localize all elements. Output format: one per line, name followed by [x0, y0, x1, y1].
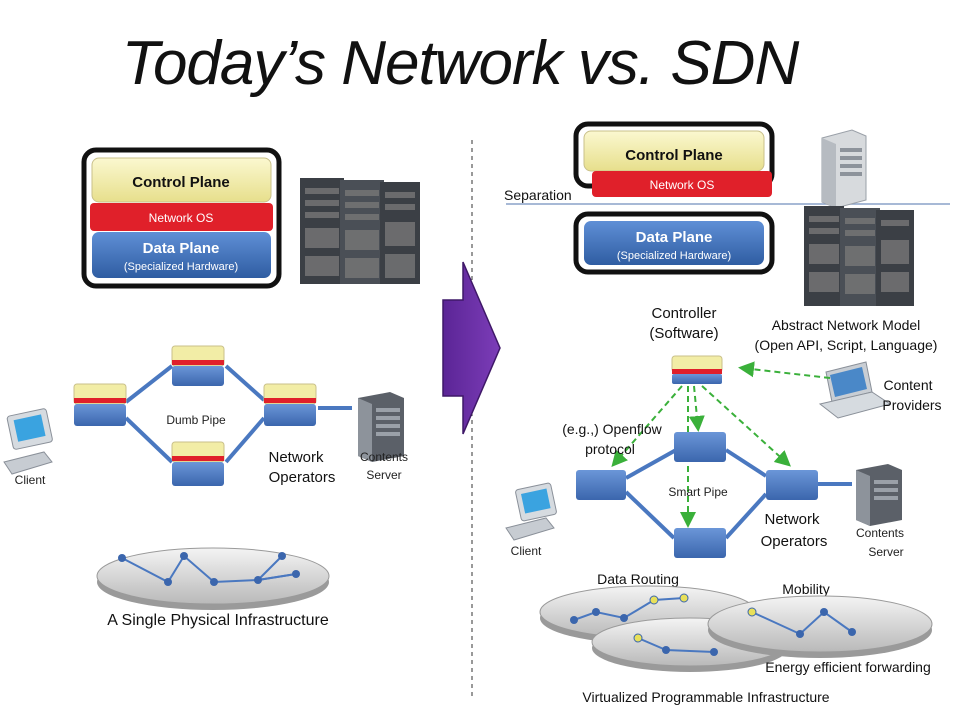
left-infrastructure-label: A Single Physical Infrastructure: [107, 612, 329, 629]
openflow-label-2: protocol: [585, 441, 635, 457]
left-links: [124, 364, 352, 464]
openflow-links: [611, 361, 831, 528]
smart-pipe-label: Smart Pipe: [668, 485, 728, 499]
left-control-plane: [91, 157, 272, 203]
left-data-plane-label: Data Plane: [143, 240, 220, 257]
left-plane-stack: [81, 147, 282, 289]
energy-label: Energy efficient forwarding: [765, 659, 931, 675]
virtualized-infrastructure-label: Virtualized Programmable Infrastructure: [582, 689, 829, 705]
right-switch-right: [766, 470, 818, 500]
right-data-plane-sub: (Specialized Hardware): [617, 250, 731, 262]
slide-title: Today’s Network vs. SDN: [121, 29, 799, 98]
right-network-os: [592, 171, 772, 197]
left-infrastructure-disk: [96, 547, 330, 610]
right-control-plane-label: Control Plane: [625, 147, 723, 164]
left-network-operators-2: Operators: [269, 469, 336, 486]
left-client-label: Client: [15, 473, 46, 487]
content-providers-label-2: Providers: [882, 397, 941, 413]
right-data-plane-label: Data Plane: [636, 229, 713, 246]
right-client-label: Client: [511, 544, 542, 558]
right-data-plane: [584, 221, 764, 265]
left-network-operators-1: Network: [268, 449, 324, 466]
right-data-stack: [573, 211, 775, 275]
right-contents-server-label-2: Server: [868, 545, 903, 559]
left-contents-server-label-1: Contents: [360, 450, 408, 464]
abstract-model-label-1: Abstract Network Model: [772, 317, 921, 333]
left-switch-left: [73, 383, 127, 426]
left-dumb-pipe-label: Dumb Pipe: [166, 413, 226, 427]
left-network-os-label: Network OS: [149, 211, 214, 225]
right-control-stack: [573, 121, 775, 197]
right-switch-top: [674, 432, 726, 462]
left-control-plane-label: Control Plane: [132, 174, 230, 191]
right-arrow-icon: [442, 261, 501, 435]
server-tower-icon: [821, 129, 867, 209]
desktop-computer-icon: [505, 482, 557, 541]
desktop-computer-icon: [3, 408, 53, 475]
left-switch-top: [171, 345, 225, 386]
disk-mobility: [707, 595, 933, 658]
right-links: [624, 448, 852, 540]
left-network-os: [90, 203, 273, 231]
right-network-os-label: Network OS: [650, 178, 715, 192]
server-tower-icon: [856, 464, 902, 526]
left-data-plane-sub: (Specialized Hardware): [124, 261, 238, 273]
laptop-icon: [818, 361, 892, 419]
openflow-label-1: (e.g.,) Openflow: [562, 421, 662, 437]
left-data-plane: [92, 232, 271, 278]
controller-label-2: (Software): [649, 325, 718, 342]
right-network-operators-2: Operators: [761, 533, 828, 550]
left-switch-bottom: [171, 441, 225, 486]
router-rack-icon: [804, 206, 914, 306]
mobility-label: Mobility: [782, 581, 829, 597]
controller-node: [671, 355, 723, 384]
left-contents-server-label-2: Server: [366, 468, 401, 482]
abstract-model-label-2: (Open API, Script, Language): [755, 337, 938, 353]
right-switch-bottom: [674, 528, 726, 558]
controller-label-1: Controller: [651, 305, 716, 322]
left-switch-right: [263, 383, 317, 426]
right-network-operators-1: Network: [764, 511, 820, 528]
right-switch-left: [576, 470, 626, 500]
content-providers-label-1: Content: [883, 377, 932, 393]
right-contents-server-label-1: Contents: [856, 526, 904, 540]
separation-label: Separation: [504, 187, 572, 203]
server-tower-icon: [358, 392, 404, 462]
router-rack-icon: [300, 178, 420, 284]
data-routing-label: Data Routing: [597, 571, 679, 587]
